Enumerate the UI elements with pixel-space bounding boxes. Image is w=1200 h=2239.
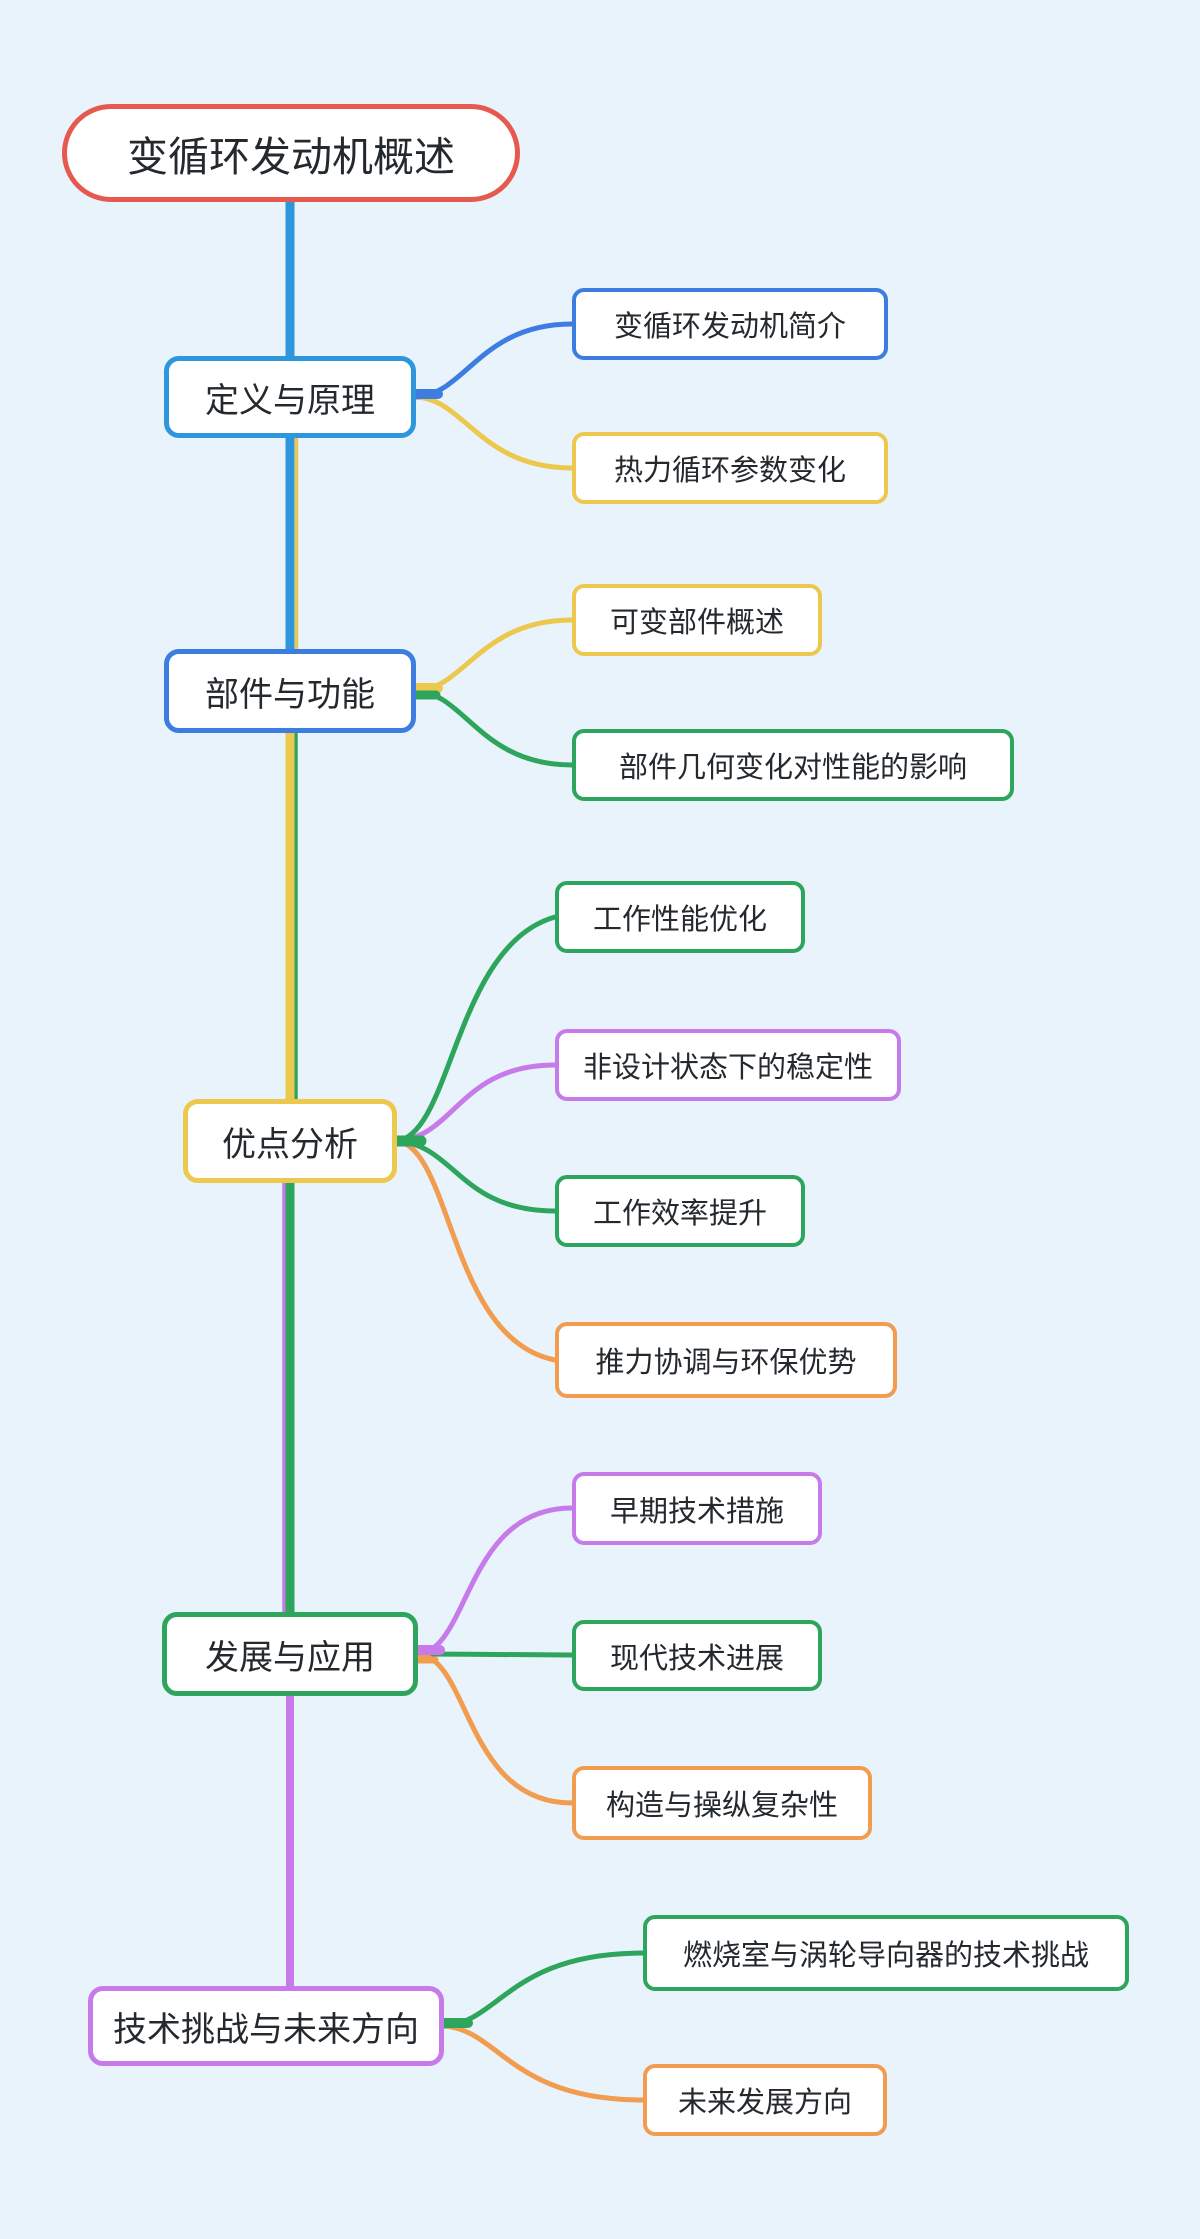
section-node-development-application[interactable]: 发展与应用	[162, 1612, 418, 1696]
child-node-modern-technical-progress[interactable]: 现代技术进展	[572, 1620, 822, 1691]
link-s4-c3	[415, 1651, 575, 1806]
link-s4-c1	[415, 1505, 575, 1657]
link-s3-c1	[394, 914, 558, 1144]
link-s3-c4	[394, 1138, 558, 1363]
child-node-off-design-stability[interactable]: 非设计状态下的稳定性	[555, 1029, 901, 1101]
link-s5-c1	[441, 1950, 646, 2029]
child-node-combustor-turbine-challenges[interactable]: 燃烧室与涡轮导向器的技术挑战	[643, 1915, 1129, 1991]
section-node-components-functions[interactable]: 部件与功能	[164, 649, 416, 733]
section-node-definition-principle[interactable]: 定义与原理	[164, 356, 416, 438]
link-s3-c3	[394, 1138, 558, 1214]
link-s1-c1	[413, 321, 575, 400]
child-node-performance-optimization[interactable]: 工作性能优化	[555, 881, 805, 953]
child-node-variable-components-overview[interactable]: 可变部件概述	[572, 584, 822, 656]
root-node[interactable]: 变循环发动机概述	[62, 104, 520, 202]
child-node-thrust-environment-advantages[interactable]: 推力协调与环保优势	[555, 1322, 897, 1398]
section-node-advantages-analysis[interactable]: 优点分析	[183, 1099, 397, 1183]
link-s2-c2	[413, 688, 575, 768]
child-node-structure-control-complexity[interactable]: 构造与操纵复杂性	[572, 1766, 872, 1840]
link-s1-c2	[413, 394, 575, 471]
child-node-future-directions[interactable]: 未来发展方向	[643, 2064, 887, 2136]
link-s3-c2	[394, 1062, 558, 1144]
child-node-early-technical-measures[interactable]: 早期技术措施	[572, 1472, 822, 1545]
child-node-vce-intro[interactable]: 变循环发动机简介	[572, 288, 888, 360]
child-node-efficiency-improvement[interactable]: 工作效率提升	[555, 1175, 805, 1247]
link-s5-c2	[441, 2023, 646, 2103]
child-node-geometry-performance-impact[interactable]: 部件几何变化对性能的影响	[572, 729, 1014, 801]
link-s2-c1	[413, 617, 575, 694]
section-node-challenges-future[interactable]: 技术挑战与未来方向	[88, 1986, 444, 2066]
child-node-thermo-cycle-params[interactable]: 热力循环参数变化	[572, 432, 888, 504]
